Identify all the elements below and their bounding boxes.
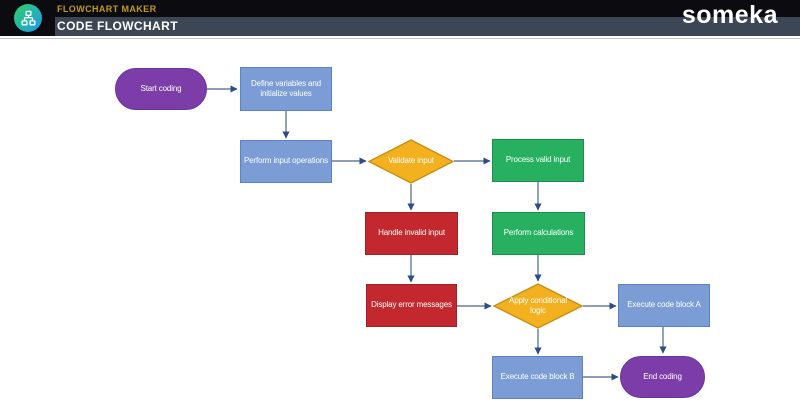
node-process-valid[interactable]: Process valid input [492, 139, 584, 182]
flowchart-canvas: Start coding Define variables and initial… [0, 39, 800, 410]
node-label: End coding [643, 371, 682, 381]
node-label: Apply conditional logic [509, 295, 567, 315]
page-title: CODE FLOWCHART [57, 19, 178, 33]
node-apply-logic[interactable]: Apply conditional logic [493, 283, 583, 329]
node-label: Process valid input [505, 155, 571, 165]
node-label: Start coding [140, 83, 182, 93]
header-divider [0, 38, 800, 39]
node-define-variables[interactable]: Define variables and initialize values [240, 67, 332, 111]
decision-diamond [368, 139, 454, 184]
node-display-errors[interactable]: Display error messages [366, 284, 457, 327]
app-logo [0, 0, 55, 36]
node-label: Execute code block B [500, 372, 575, 382]
node-handle-invalid[interactable]: Handle invalid input [365, 212, 458, 255]
node-label: Perform calculations [503, 228, 574, 238]
header-top-band [0, 0, 800, 17]
node-perform-calculations[interactable]: Perform calculations [492, 212, 585, 255]
node-start[interactable]: Start coding [115, 68, 207, 110]
brand-logo: someka [681, 1, 778, 29]
node-exec-block-a[interactable]: Execute code block A [618, 284, 710, 327]
connector-layer [207, 85, 667, 381]
node-end[interactable]: End coding [620, 356, 705, 398]
node-label: Execute code block A [627, 300, 701, 310]
node-label: Perform input operations [243, 156, 328, 166]
node-perform-input[interactable]: Perform input operations [240, 140, 332, 183]
app-header: FLOWCHART MAKER CODE FLOWCHART someka [0, 0, 800, 36]
node-validate-input[interactable]: Validate input [368, 139, 454, 184]
header-title-band [0, 17, 800, 36]
node-label: Handle invalid input [378, 228, 445, 238]
node-exec-block-b[interactable]: Execute code block B [492, 356, 583, 399]
node-label: Display error messages [371, 300, 452, 310]
node-label: Define variables and initialize values [251, 78, 321, 98]
node-label: Validate input [388, 156, 434, 166]
flowchart-logo-icon [14, 4, 42, 32]
app-label: FLOWCHART MAKER [57, 4, 157, 14]
decision-diamond [493, 283, 583, 329]
